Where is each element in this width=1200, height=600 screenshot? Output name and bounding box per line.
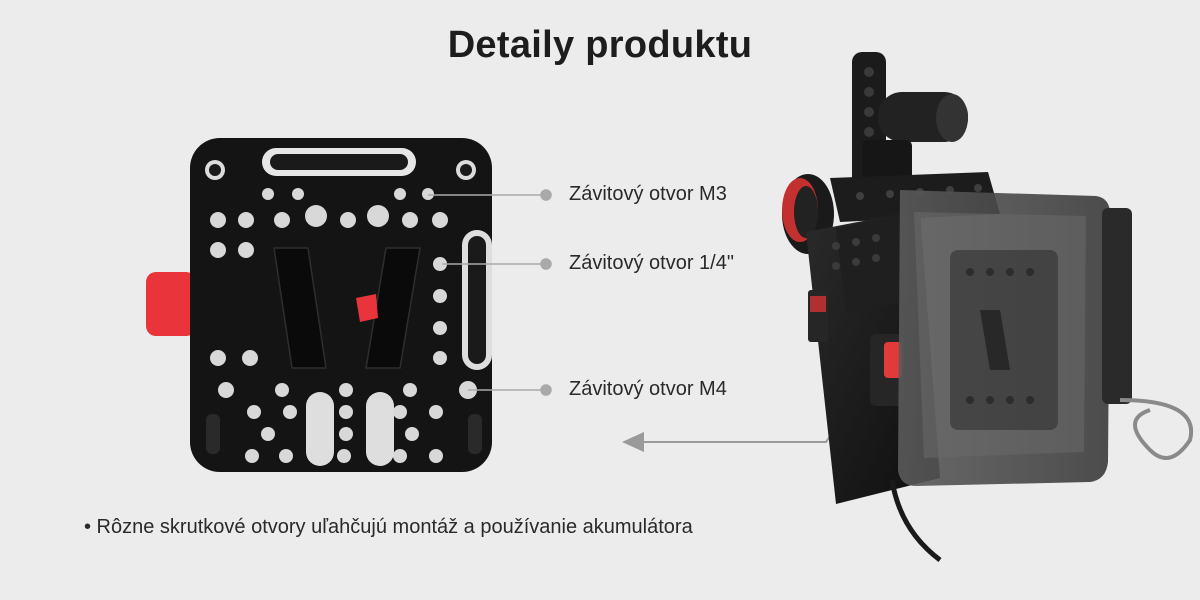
callout-quarter-inch: Závitový otvor 1/4" bbox=[569, 252, 734, 274]
page-title: Detaily produktu bbox=[447, 24, 753, 66]
camera-rig bbox=[782, 52, 1194, 562]
v-mount-plate bbox=[146, 138, 492, 472]
callout-lines bbox=[428, 189, 552, 396]
feature-bullet: • Rôzne skrutkové otvory uľahčujú montáž… bbox=[84, 516, 693, 538]
callout-m3: Závitový otvor M3 bbox=[569, 183, 727, 205]
callout-m4: Závitový otvor M4 bbox=[569, 378, 727, 400]
release-tab bbox=[146, 272, 196, 336]
